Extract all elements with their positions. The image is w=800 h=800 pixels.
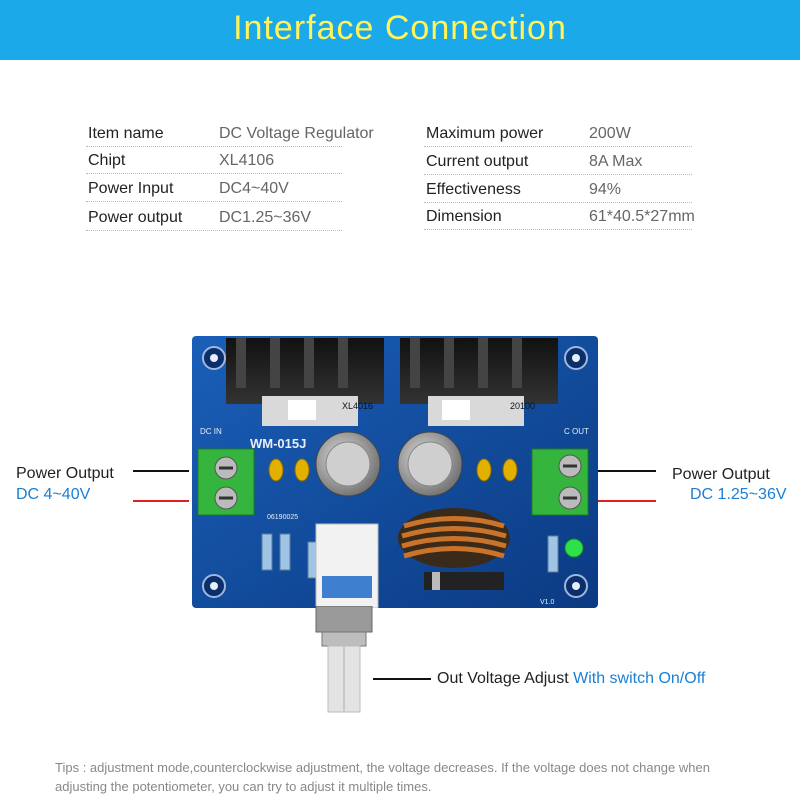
spec-label-effectiveness: Effectiveness (426, 181, 521, 198)
callout-line-left-red (133, 500, 189, 502)
heatsink-left (226, 338, 384, 426)
spec-label-dimension: Dimension (426, 208, 502, 225)
row-divider (86, 230, 342, 231)
row-divider (86, 173, 342, 174)
callout-line-adjust (373, 678, 431, 680)
spec-label-power-output: Power output (88, 209, 183, 226)
callout-output-range: DC 1.25~36V (690, 486, 787, 503)
row-divider (424, 229, 692, 230)
spec-value-item-name: DC Voltage Regulator (219, 125, 374, 142)
callout-line-right-red (598, 500, 656, 502)
spec-value-power-output: DC1.25~36V (219, 209, 312, 226)
board-model-label: WM-015J (250, 436, 306, 451)
spec-value-effectiveness: 94% (589, 181, 622, 198)
board-serial-label: 06190025 (267, 514, 298, 521)
callout-line-left-black (133, 470, 189, 472)
row-divider (86, 146, 342, 147)
chip-label-left: XL4016 (342, 401, 373, 411)
callout-line-right-black (598, 470, 656, 472)
dc-out-label: C OUT (564, 427, 589, 436)
board-version-label: V1.0 (540, 599, 555, 606)
spec-label-max-power: Maximum power (426, 125, 544, 142)
chip-label-right: 20100 (510, 401, 535, 411)
capacitor-left (315, 431, 381, 497)
diode (424, 572, 504, 590)
dc-in-label: DC IN (200, 427, 222, 436)
header-banner: Interface Connection (0, 0, 800, 60)
spec-value-chip: XL4106 (219, 152, 275, 169)
callout-input-range: DC 4~40V (16, 486, 91, 503)
capacitor-right (397, 431, 463, 497)
heatsink-right (400, 338, 558, 426)
spec-value-max-power: 200W (589, 125, 631, 142)
spec-label-current-output: Current output (426, 153, 529, 170)
spec-value-current-output: 8A Max (589, 153, 643, 170)
row-divider (424, 202, 692, 203)
page-title: Interface Connection (233, 9, 567, 47)
spec-value-power-input: DC4~40V (219, 180, 289, 197)
spec-value-dimension: 61*40.5*27mm (589, 208, 695, 225)
voltage-regulator-board: XL4016 20100 DC IN C OUT WM-015J 0619002… (192, 336, 598, 608)
tips-note: Tips : adjustment mode,counterclockwise … (55, 760, 710, 794)
callout-adjust-switch: With switch On/Off (573, 670, 706, 687)
row-divider (424, 174, 692, 175)
spec-label-item-name: Item name (88, 125, 164, 142)
callout-adjust-label: Out Voltage Adjust (437, 670, 569, 687)
input-terminal-block (197, 448, 255, 516)
inductor-coil (398, 508, 510, 568)
potentiometer-shaft (315, 606, 373, 713)
power-led (564, 538, 584, 558)
row-divider (86, 201, 342, 202)
output-terminal-block (531, 448, 589, 516)
callout-adjust: Out Voltage Adjust With switch On/Off (437, 670, 705, 688)
spec-label-chip: Chipt (88, 152, 126, 169)
spec-label-power-input: Power Input (88, 180, 174, 197)
callout-input-title: Power Output (16, 465, 114, 482)
row-divider (424, 146, 692, 147)
callout-output-title: Power Output (672, 466, 770, 483)
